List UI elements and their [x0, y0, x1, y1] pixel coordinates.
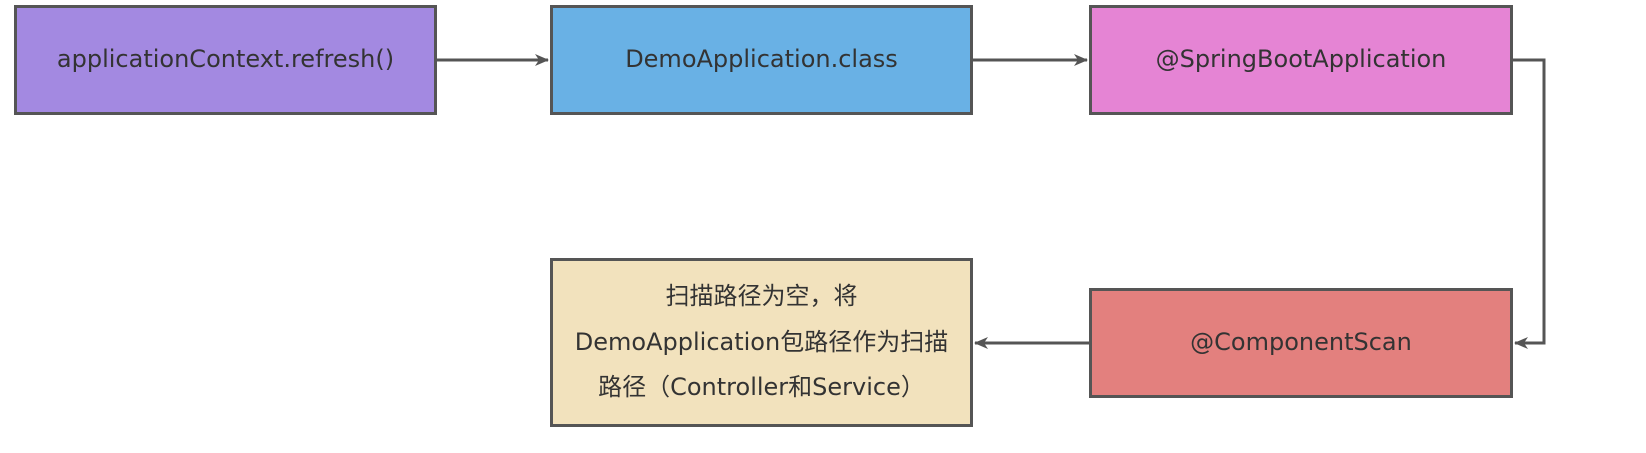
node-component-scan: @ComponentScan — [1089, 288, 1513, 398]
node-demo-application-class: DemoApplication.class — [550, 5, 973, 115]
node-label: applicationContext.refresh() — [56, 45, 395, 74]
node-label: @ComponentScan — [1190, 328, 1412, 357]
node-label: @SpringBootApplication — [1155, 45, 1447, 74]
node-spring-boot-application: @SpringBootApplication — [1089, 5, 1513, 115]
edge-springbootapplication-to-componentscan — [1513, 58, 1546, 349]
node-label: 扫描路径为空，将DemoApplication包路径作为扫描路径（Control… — [574, 282, 949, 402]
node-application-context-refresh: applicationContext.refresh() — [14, 5, 437, 115]
node-label: DemoApplication.class — [625, 45, 898, 74]
node-scan-path-note: 扫描路径为空，将DemoApplication包路径作为扫描路径（Control… — [550, 258, 973, 427]
